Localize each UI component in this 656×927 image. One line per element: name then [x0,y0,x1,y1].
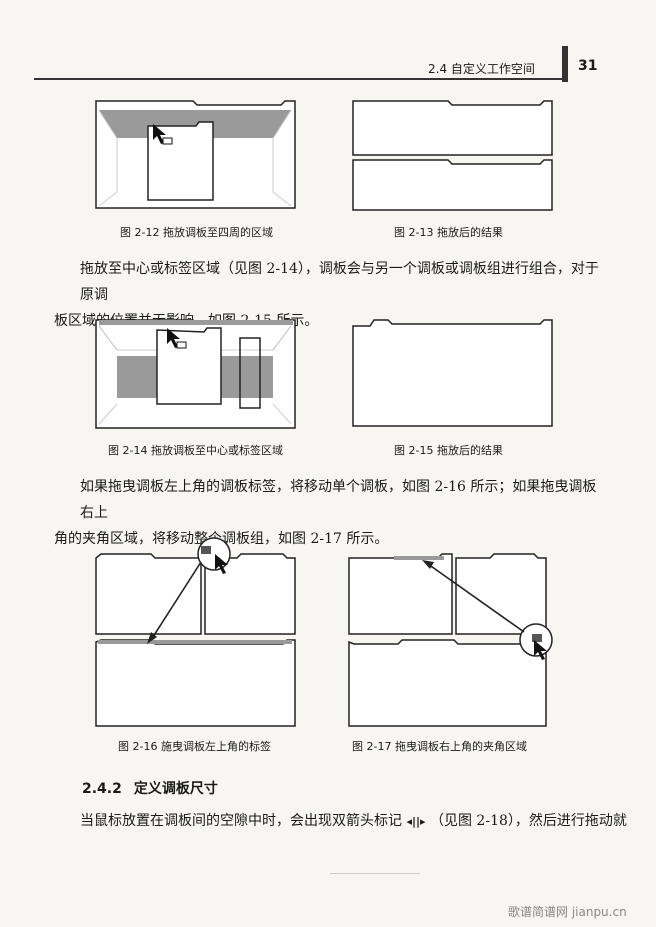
section-title: 定义调板尺寸 [133,781,218,797]
paragraph-3-text-a: 当鼠标放置在调板间的空隙中时，会出现双箭头标记 [80,813,402,829]
figure-2-12 [95,100,300,210]
page-number: 31 [578,58,598,74]
section-number: 2.4.2 [82,781,122,797]
caption-2-13: 图 2-13 拖放后的结果 [394,226,503,239]
section-heading: 2.4.2 定义调板尺寸 [82,778,230,798]
caption-2-17: 图 2-17 拖曳调板右上角的夹角区域 [352,740,527,753]
watermark: 歌谱简谱网 jianpu.cn [508,905,627,919]
figure-2-15 [352,318,554,430]
paragraph-3-text-b: （见图 2-18），然后进行拖动就 [429,813,627,829]
double-arrow-icon: ◂||▸ [406,815,426,828]
paragraph-3: 当鼠标放置在调板间的空隙中时，会出现双箭头标记 ◂||▸ （见图 2-18），然… [80,810,627,830]
caption-2-12: 图 2-12 拖放调板至四周的区域 [120,226,273,239]
caption-2-16: 图 2-16 施曳调板左上角的标签 [118,740,271,753]
paragraph-1-line-1: 拖放至中心或标签区域（见图 2-14），调板会与另一个调板或调板组进行组合，对于… [80,261,599,303]
header-bar [562,46,568,82]
paragraph-2-line-1: 如果拖曳调板左上角的调板标签，将移动单个调板，如图 2-16 所示；如果拖曳调板… [80,479,597,521]
figure-2-16 [95,536,300,728]
caption-2-15: 图 2-15 拖放后的结果 [394,444,503,457]
footer-rule [330,873,420,874]
figure-2-17 [348,536,554,728]
header-rule [34,78,564,80]
figure-2-13 [352,100,554,212]
figure-2-14 [95,318,300,430]
running-header: 2.4 自定义工作空间 [428,62,535,76]
caption-2-14: 图 2-14 拖放调板至中心或标签区域 [108,444,283,457]
paragraph-2: 如果拖曳调板左上角的调板标签，将移动单个调板，如图 2-16 所示；如果拖曳调板… [54,474,610,552]
